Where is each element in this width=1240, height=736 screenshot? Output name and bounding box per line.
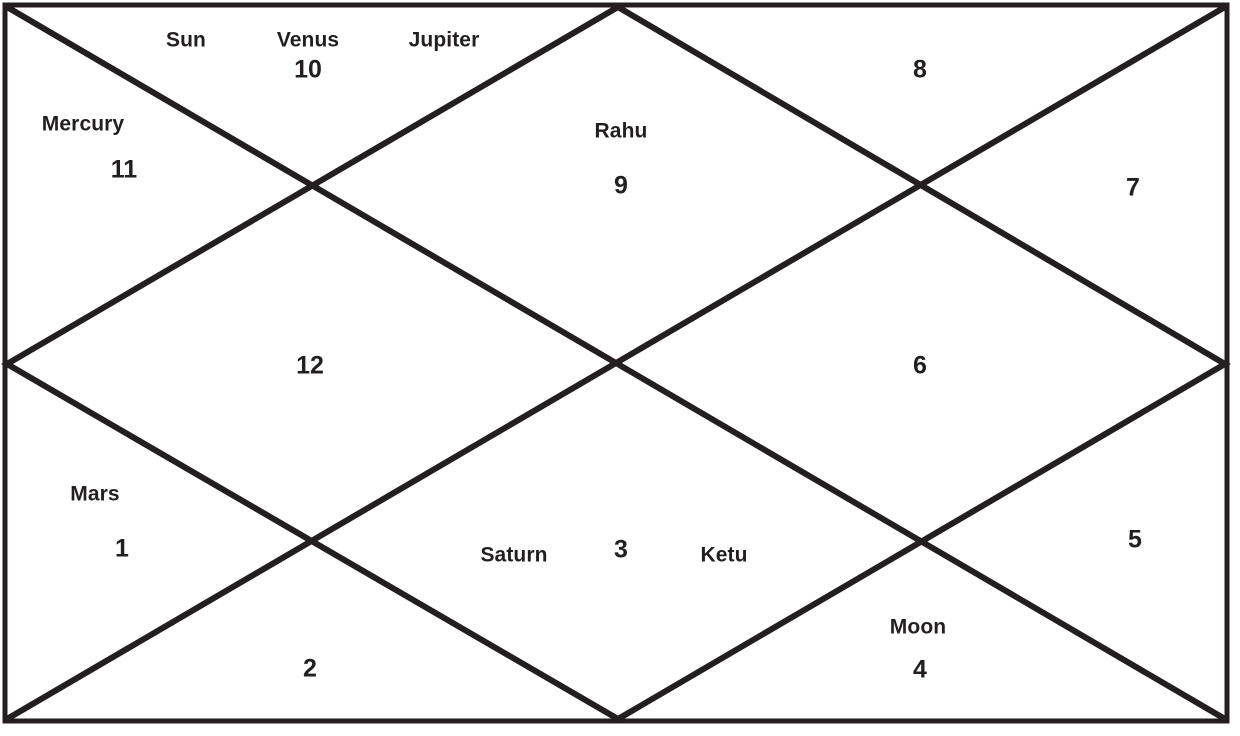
house-number-10: 10	[294, 55, 322, 84]
diagonal-tr-bl	[2, 2, 1230, 724]
house-number-6: 6	[913, 351, 927, 380]
planet-saturn: Saturn	[480, 543, 548, 567]
planet-sun: Sun	[166, 28, 206, 52]
house-number-11: 11	[110, 155, 138, 184]
planet-rahu: Rahu	[594, 119, 648, 143]
planet-moon: Moon	[889, 615, 947, 639]
house-number-7: 7	[1126, 173, 1140, 202]
house-number-1: 1	[115, 534, 129, 563]
inner-diamond	[1, 3, 1231, 723]
planet-mercury: Mercury	[41, 112, 125, 136]
planet-venus: Venus	[276, 28, 340, 52]
planet-mars: Mars	[70, 482, 120, 506]
house-number-2: 2	[303, 654, 317, 683]
house-number-12: 12	[296, 351, 324, 380]
house-number-3: 3	[614, 535, 628, 564]
house-number-8: 8	[913, 55, 927, 84]
planet-ketu: Ketu	[700, 543, 748, 567]
house-number-4: 4	[913, 655, 927, 684]
house-number-5: 5	[1128, 525, 1142, 554]
planet-jupiter: Jupiter	[408, 28, 480, 52]
house-number-9: 9	[614, 171, 628, 200]
